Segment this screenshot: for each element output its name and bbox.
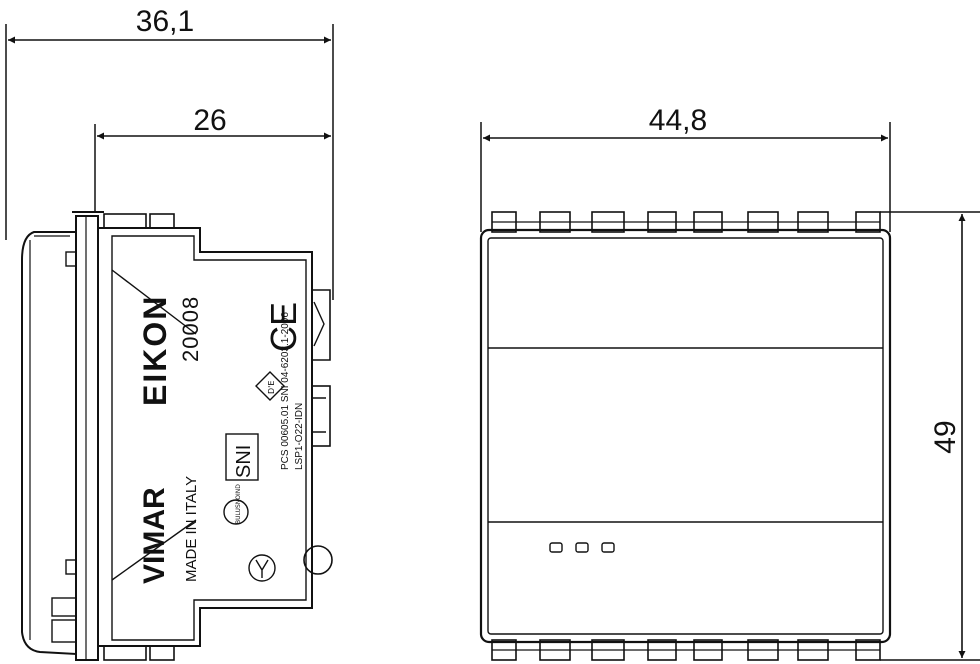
- brand-mark: VIMAR: [138, 487, 171, 584]
- dimension-label: 44,8: [649, 104, 707, 137]
- certification-circle-mark: BULUSNOIND: [223, 484, 249, 525]
- dimension-body-depth: 26: [94, 104, 331, 212]
- front-bottom-clips: [491, 639, 881, 661]
- dimension-overall-depth: 36,1: [5, 5, 334, 300]
- dimension-height: 49: [880, 211, 980, 661]
- indicator-light: [549, 542, 563, 553]
- front-top-clips: [491, 211, 881, 233]
- sni-mark: SNI: [225, 433, 259, 481]
- front-view: [479, 211, 892, 661]
- dimension-label: 26: [193, 104, 226, 137]
- indicator-light: [575, 542, 589, 553]
- origin-mark: MADE IN ITALY: [183, 476, 200, 582]
- series-mark: EIKON: [137, 295, 173, 406]
- side-view: EIKON 20008 VIMAR MADE IN ITALY CE D'E P…: [21, 211, 333, 661]
- standard-ref: PCS 00605.01 SNI 04-6203.1-2006: [280, 312, 291, 470]
- indicator-light: [601, 542, 615, 553]
- imq-label: D'E: [267, 381, 276, 394]
- dimension-label: 49: [929, 420, 962, 453]
- ce-mark: CE: [263, 302, 304, 352]
- sni-label: SNI: [233, 445, 255, 478]
- front-inner-frame: [487, 237, 884, 635]
- recycle-mark: [248, 554, 276, 582]
- indicator-lights: [549, 542, 615, 553]
- front-outer-frame: [479, 228, 892, 644]
- circle-label: BULUSNOIND: [235, 484, 242, 524]
- dimension-width: 44,8: [480, 104, 891, 232]
- article-number: 20008: [178, 296, 203, 362]
- dimension-label: 36,1: [136, 5, 194, 38]
- standard-code: LSP1-O22-IDN: [294, 403, 305, 470]
- imq-mark: D'E: [255, 371, 285, 401]
